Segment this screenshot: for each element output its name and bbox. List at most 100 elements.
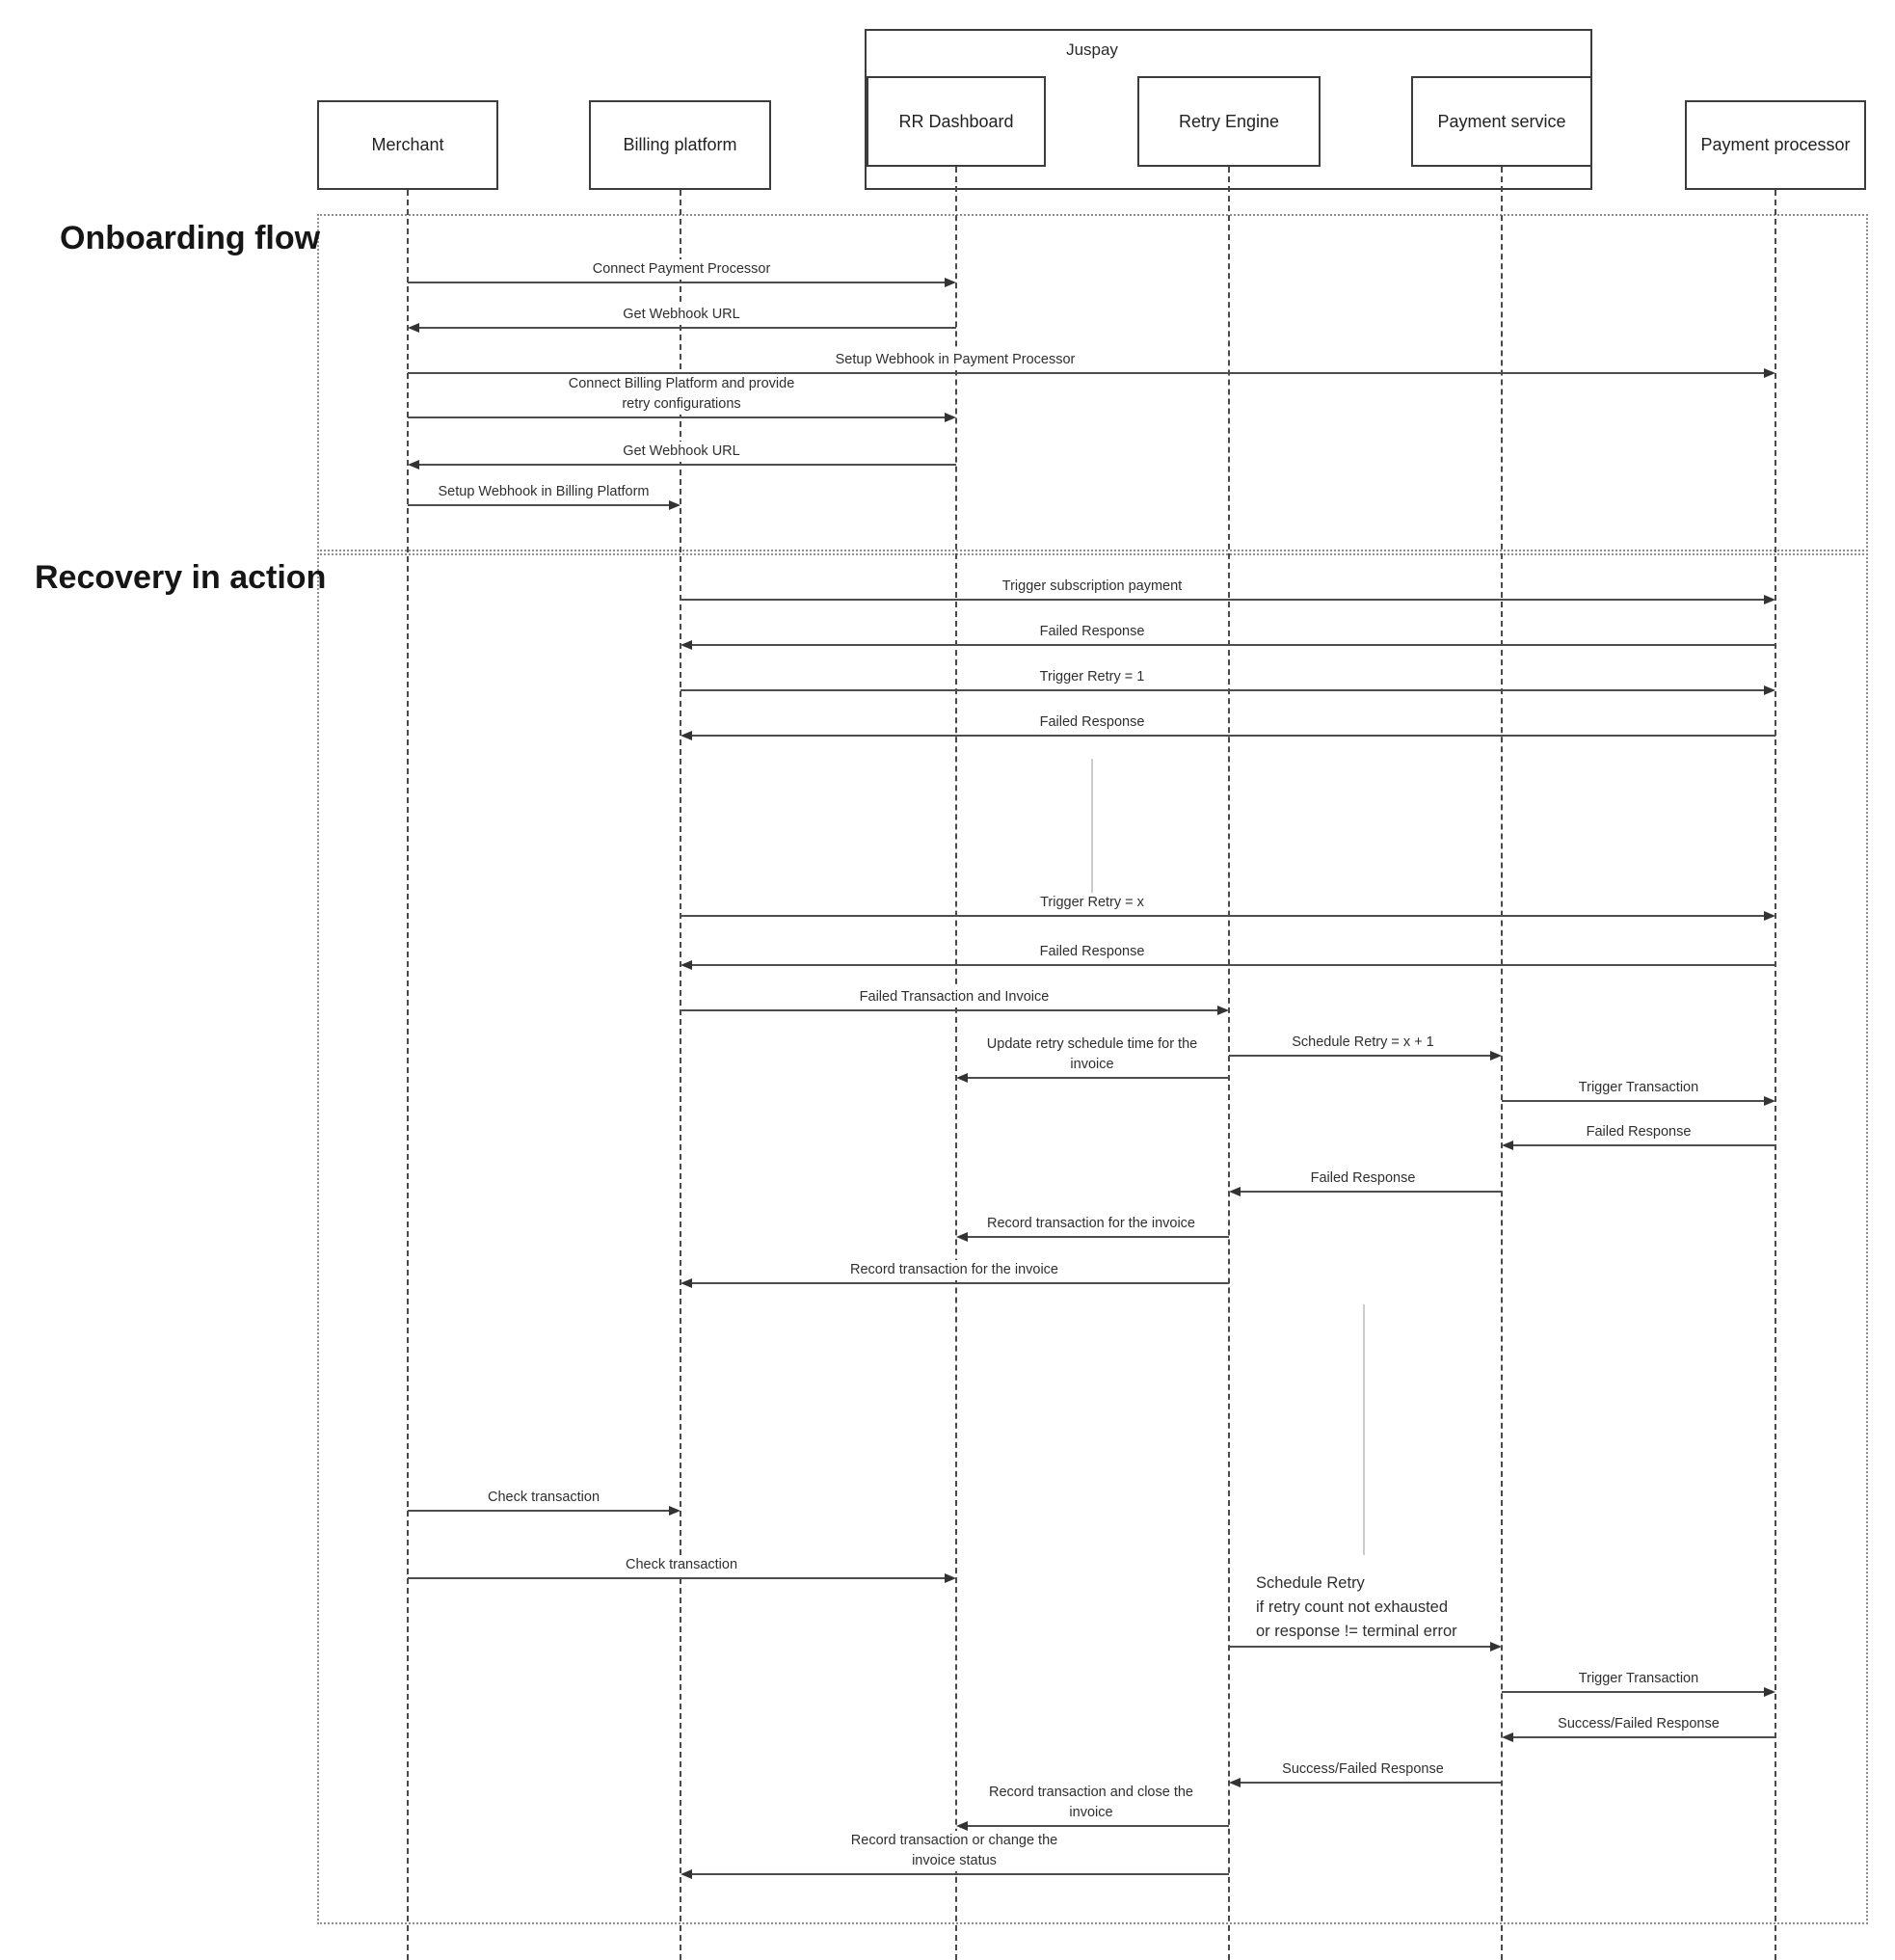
message-label: Failed Response (1034, 712, 1150, 733)
message-label: Record transaction for the invoice (845, 1260, 1063, 1280)
message-label: Trigger Retry = x (1035, 893, 1149, 913)
message-label-line: Failed Transaction and Invoice (859, 989, 1050, 1005)
message-line (408, 282, 947, 283)
actor-label-payservice: Payment service (1437, 111, 1566, 131)
actor-label-processor: Payment processor (1700, 135, 1851, 154)
arrowhead-right-icon (1764, 1096, 1775, 1106)
message-line (1239, 1782, 1502, 1784)
message-label-line: invoice (1069, 1805, 1113, 1820)
message-label-line: Trigger Retry = x (1040, 895, 1144, 910)
message-line (1239, 1191, 1502, 1193)
message-label: Record transaction or change the invoice … (845, 1831, 1063, 1871)
actor-box-payservice: Payment service (1411, 76, 1592, 167)
lifeline-billing (680, 190, 681, 1960)
message-label-line: Check transaction (487, 1490, 601, 1505)
message-label-line: if retry count not exhausted (1256, 1598, 1449, 1616)
message-line (966, 1077, 1229, 1079)
message-label-line: Check transaction (625, 1557, 738, 1572)
message-label: Success/Failed Response (1277, 1759, 1449, 1780)
message-line (1511, 1736, 1775, 1738)
lifeline-rr (955, 167, 957, 1960)
actor-box-merchant: Merchant (317, 100, 498, 190)
section-label-recovery: Recovery in action (35, 559, 327, 596)
message-label-line: Schedule Retry = x + 1 (1292, 1034, 1434, 1050)
message-label-line: retry configurations (622, 396, 741, 412)
arrowhead-left-icon (956, 1821, 968, 1831)
message-label-line: Trigger subscription payment (1001, 578, 1183, 594)
section-frame-onboarding (317, 214, 1868, 551)
message-label: Schedule Retry if retry count not exhaust… (1251, 1571, 1462, 1644)
arrowhead-right-icon (1764, 368, 1775, 378)
arrowhead-left-icon (1229, 1778, 1241, 1787)
message-label-line: Success/Failed Response (1558, 1716, 1720, 1732)
arrowhead-right-icon (1217, 1006, 1229, 1015)
message-label: Trigger subscription payment (997, 577, 1188, 597)
message-line (966, 1825, 1229, 1827)
message-label-line: Trigger Transaction (1578, 1671, 1699, 1686)
message-line (966, 1236, 1229, 1238)
message-line (1502, 1100, 1766, 1102)
message-label: Success/Failed Response (1553, 1714, 1724, 1734)
arrowhead-left-icon (1502, 1141, 1513, 1150)
message-label: Update retry schedule time for the invoic… (981, 1034, 1203, 1075)
message-line (1229, 1055, 1492, 1057)
actor-box-billing: Billing platform (589, 100, 771, 190)
message-label-line: invoice (1070, 1057, 1114, 1072)
arrowhead-right-icon (945, 1573, 956, 1583)
message-line (690, 735, 1775, 737)
message-label-line: invoice status (912, 1853, 997, 1868)
message-label-line: Failed Response (1039, 714, 1145, 730)
message-label-line: Record transaction for the invoice (987, 1216, 1195, 1231)
actor-label-billing: Billing platform (623, 135, 737, 154)
message-label-line: Trigger Transaction (1578, 1080, 1699, 1095)
message-label-line: Connect Billing Platform and provide (568, 376, 795, 391)
message-label-line: Connect Payment Processor (592, 261, 771, 277)
actor-label-merchant: Merchant (371, 135, 444, 154)
message-label-line: Failed Response (1039, 624, 1145, 639)
message-label-line: Record transaction or change the (850, 1833, 1058, 1848)
message-label-line: Update retry schedule time for the (986, 1036, 1198, 1052)
arrowhead-left-icon (681, 960, 692, 970)
message-line (417, 327, 956, 329)
message-line (690, 1873, 1229, 1875)
arrowhead-right-icon (669, 1506, 681, 1516)
actor-box-rr: RR Dashboard (867, 76, 1046, 167)
message-label-line: Failed Response (1310, 1170, 1416, 1186)
message-label: Get Webhook URL (618, 442, 745, 462)
arrowhead-left-icon (408, 323, 419, 333)
arrowhead-left-icon (408, 460, 419, 470)
message-label: Trigger Transaction (1573, 1078, 1704, 1098)
message-line (681, 599, 1766, 601)
juspay-group-label: Juspay (1066, 40, 1118, 59)
elision-line (1091, 759, 1093, 894)
message-label-line: Get Webhook URL (623, 307, 740, 322)
message-label: Schedule Retry = x + 1 (1287, 1033, 1439, 1053)
message-line (690, 644, 1775, 646)
actor-label-retry: Retry Engine (1178, 111, 1280, 131)
message-label-line: or response != terminal error (1256, 1623, 1457, 1640)
message-label-line: Schedule Retry (1256, 1574, 1365, 1592)
arrowhead-right-icon (1490, 1051, 1502, 1061)
message-line (690, 1282, 1229, 1284)
message-line (408, 416, 947, 418)
message-label: Record transaction for the invoice (982, 1214, 1200, 1234)
message-label-line: Get Webhook URL (623, 443, 740, 459)
elision-line (1363, 1304, 1365, 1555)
message-label: Failed Transaction and Invoice (854, 987, 1054, 1007)
arrowhead-right-icon (1764, 595, 1775, 604)
message-line (408, 504, 671, 506)
arrowhead-left-icon (956, 1232, 968, 1242)
message-line (408, 1510, 671, 1512)
message-label: Setup Webhook in Billing Platform (433, 482, 654, 502)
lifeline-processor (1775, 190, 1776, 1960)
lifeline-payservice (1501, 167, 1503, 1960)
message-line (1511, 1144, 1775, 1146)
arrowhead-left-icon (1229, 1187, 1241, 1196)
section-label-onboarding: Onboarding flow (60, 220, 321, 256)
section-frame-recovery (317, 553, 1868, 1924)
message-label: Trigger Transaction (1573, 1669, 1704, 1689)
arrowhead-left-icon (681, 731, 692, 740)
message-label-line: Record transaction and close the (989, 1785, 1193, 1800)
actor-box-processor: Payment processor (1685, 100, 1866, 190)
